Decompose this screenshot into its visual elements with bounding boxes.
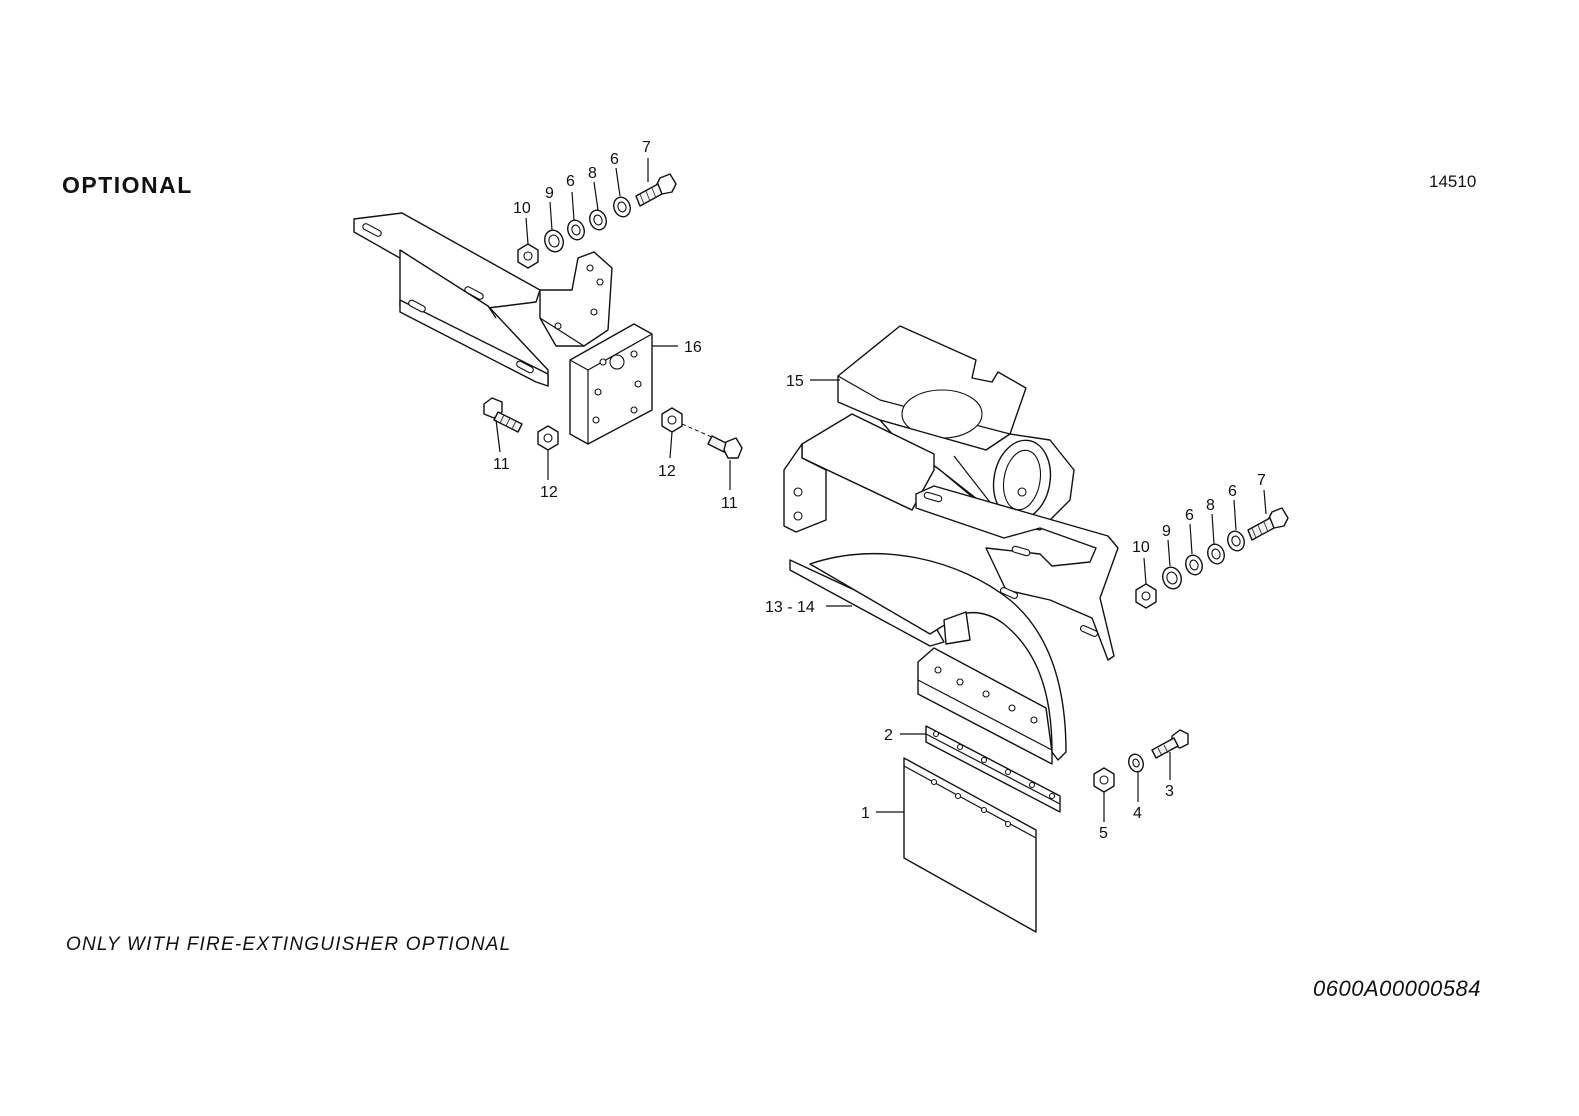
callout-10: 10 [1132, 539, 1150, 556]
callout-12: 12 [658, 463, 676, 480]
callout-9: 9 [545, 185, 554, 202]
callout-labels: 7 6 8 6 9 10 16 15 11 12 12 11 7 6 8 6 9… [493, 139, 1266, 842]
callout-8: 8 [1206, 497, 1215, 514]
extinguisher-holder-15 [783, 325, 1119, 661]
callout-7: 7 [642, 139, 651, 156]
callout-9: 9 [1162, 523, 1171, 540]
upper-hardware-stack [517, 173, 677, 269]
mudflap-1 [903, 757, 1037, 933]
callout-3: 3 [1165, 783, 1174, 800]
document-number: 0600A00000584 [1313, 976, 1481, 1001]
callout-7: 7 [1257, 472, 1266, 489]
callout-10: 10 [513, 200, 531, 217]
right-hardware-stack [1135, 507, 1289, 609]
mudguard-13-14 [789, 553, 1067, 765]
footnote: ONLY WITH FIRE-EXTINGUISHER OPTIONAL [66, 934, 512, 955]
callout-16: 16 [684, 339, 702, 356]
lower-fasteners [1093, 729, 1189, 793]
page-title: OPTIONAL [62, 172, 193, 198]
callout-6: 6 [1185, 507, 1194, 524]
callout-2: 2 [884, 727, 893, 744]
left-fasteners [483, 397, 743, 459]
callout-12: 12 [540, 484, 558, 501]
callout-1: 1 [861, 805, 870, 822]
callout-11: 11 [493, 456, 510, 473]
strip-2 [925, 725, 1061, 813]
callout-8: 8 [588, 165, 597, 182]
callout-6: 6 [1228, 483, 1237, 500]
reference-number: 14510 [1429, 172, 1477, 191]
callout-4: 4 [1133, 805, 1142, 822]
callout-5: 5 [1099, 825, 1108, 842]
callout-6: 6 [566, 173, 575, 190]
callout-15: 15 [786, 373, 804, 390]
bracket-16 [353, 212, 653, 445]
callout-6: 6 [610, 151, 619, 168]
callout-11: 11 [721, 495, 738, 512]
callout-13-14: 13 - 14 [765, 599, 815, 616]
leader-lines [495, 158, 1267, 822]
